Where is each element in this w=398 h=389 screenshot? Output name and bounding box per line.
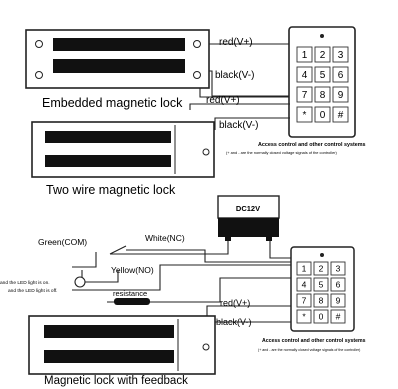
key-label: * <box>302 311 306 321</box>
feedback-wiring <box>72 241 292 331</box>
keypad-1: 1 2 3 4 5 6 7 8 9 * 0 # <box>288 26 356 138</box>
key-label: 1 <box>302 50 308 61</box>
embedded-magnetic-lock <box>25 29 210 89</box>
key-section1-0 <box>296 46 313 63</box>
key-label: 6 <box>338 70 344 81</box>
key-label: 4 <box>302 70 308 81</box>
yellow-no-label: Yellow(NO) <box>111 265 154 275</box>
power-label: DC12V <box>236 204 260 213</box>
key-label: 7 <box>302 90 308 101</box>
key-section1-10 <box>314 106 331 123</box>
key-section1-1 <box>314 46 331 63</box>
wire-red-label-3: red(V+) <box>220 298 250 308</box>
key-section1-2 <box>332 46 349 63</box>
key-section1-11 <box>332 106 349 123</box>
resistance-label: resistance <box>113 289 147 298</box>
led-note-off: and the LED light is off. <box>8 288 58 294</box>
wire-black-label-2: black(V-) <box>219 120 258 131</box>
access-note-1: (+ and - are the normally closed voltage… <box>226 150 338 155</box>
embedded-lock-title: Embedded magnetic lock <box>42 96 183 110</box>
key-section2-8 <box>330 293 346 308</box>
key-label: 3 <box>338 50 344 61</box>
led-icon <box>74 276 86 288</box>
key-label: 8 <box>319 295 324 305</box>
key-label: 4 <box>302 279 307 289</box>
key-label: 6 <box>336 279 341 289</box>
access-title-2: Access control and other control systems <box>262 338 366 344</box>
key-label: # <box>336 311 341 321</box>
wire-red-label-1: red(V+) <box>219 37 253 48</box>
key-label: 0 <box>319 311 324 321</box>
two-wire-lock-title: Two wire magnetic lock <box>46 183 176 197</box>
key-label: * <box>303 110 307 121</box>
key-section1-8 <box>332 86 349 103</box>
key-section1-4 <box>314 66 331 83</box>
key-label: 8 <box>320 90 326 101</box>
resistor-icon <box>114 298 150 305</box>
key-section2-2 <box>330 261 346 276</box>
key-label: 5 <box>320 70 326 81</box>
feedback-magnetic-lock <box>28 315 216 375</box>
key-label: 0 <box>320 110 326 121</box>
access-note-2: (+ and - are the normally closed voltage… <box>258 348 360 352</box>
keypad-2: 1 2 3 4 5 6 7 8 9 * 0 # <box>290 246 355 332</box>
key-label: 9 <box>338 90 344 101</box>
key-label: 3 <box>336 263 341 273</box>
key-label: 9 <box>336 295 341 305</box>
wire-black-label-3: black(V-) <box>216 317 252 327</box>
key-label: 1 <box>302 263 307 273</box>
lock1-wires <box>199 43 290 98</box>
key-label: 2 <box>319 263 324 273</box>
key-label: 5 <box>319 279 324 289</box>
key-section2-6 <box>296 293 312 308</box>
key-section1-7 <box>314 86 331 103</box>
wire-red-label-2: red(V+) <box>206 95 240 106</box>
key-section2-5 <box>330 277 346 292</box>
key-section1-6 <box>296 86 313 103</box>
led-note-on: and the LED light is on. <box>0 280 50 286</box>
key-section2-10 <box>313 309 329 324</box>
key-label: # <box>338 110 344 121</box>
key-section2-7 <box>313 293 329 308</box>
key-section2-1 <box>313 261 329 276</box>
key-section1-5 <box>332 66 349 83</box>
key-label: 2 <box>320 50 326 61</box>
dc12v-power-supply <box>217 195 280 241</box>
lock2-wires <box>189 103 290 130</box>
key-section2-3 <box>296 277 312 292</box>
key-section1-9 <box>296 106 313 123</box>
key-section2-9 <box>296 309 312 324</box>
key-section1-3 <box>296 66 313 83</box>
white-nc-label: White(NC) <box>145 233 185 243</box>
access-title-1: Access control and other control systems <box>258 142 366 148</box>
key-section2-4 <box>313 277 329 292</box>
key-section2-0 <box>296 261 312 276</box>
key-label: 7 <box>302 295 307 305</box>
two-wire-magnetic-lock <box>31 121 215 178</box>
wire-black-label-1: black(V-) <box>215 70 254 81</box>
feedback-lock-title: Magnetic lock with feedback <box>44 375 188 387</box>
green-com-label: Green(COM) <box>38 237 87 247</box>
key-section2-11 <box>330 309 346 324</box>
